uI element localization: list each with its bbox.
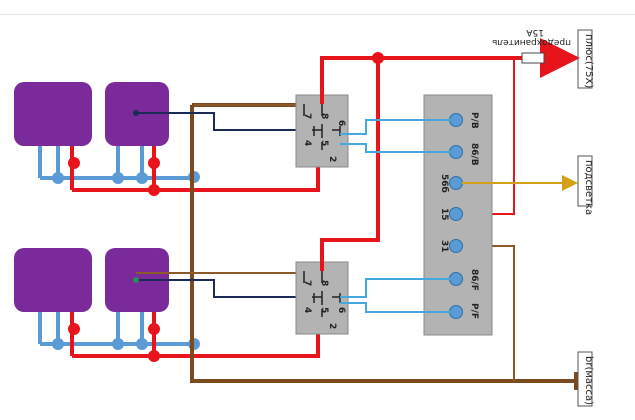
relay-bottom-contacts xyxy=(303,271,341,317)
top-plus-nodes xyxy=(68,157,160,196)
top-plus-legs xyxy=(70,146,322,192)
switch-terminals xyxy=(449,113,463,319)
plus-label-box xyxy=(577,29,593,89)
fuse-label: предохранитель xyxy=(492,37,571,47)
signal-wires xyxy=(340,119,450,313)
switch-pin-pb: P/B xyxy=(469,112,479,129)
top-divider xyxy=(0,14,635,15)
relay-top-pin-2: 2 xyxy=(327,156,337,162)
switch-pin-86b: 86/B xyxy=(469,143,479,166)
backlight-label: подсветка xyxy=(583,160,594,215)
relay-bottom-pin-5: 5 xyxy=(319,307,329,313)
lamp-top-left xyxy=(14,82,92,146)
switch-pin-86f: 86/F xyxy=(469,269,479,291)
plus-label: плюс(75Х) xyxy=(583,34,594,88)
switch-pin-56b: 56б xyxy=(439,174,450,193)
switch-pin-pf: P/F xyxy=(469,303,479,319)
relay-top-pin-7: 7 xyxy=(302,113,312,119)
fuse-rating-label: 15А xyxy=(526,27,544,37)
relay-bottom-pin-7: 7 xyxy=(302,280,312,286)
plus-feed xyxy=(320,38,580,271)
lamp-bottom-left xyxy=(14,248,92,312)
ground-label: br(масса) xyxy=(583,356,594,405)
switch-pin-15: 15 xyxy=(439,208,449,221)
relay-bottom-pin-6: 6 xyxy=(336,307,346,313)
relay-top-contacts xyxy=(303,104,341,150)
plus-junction xyxy=(372,52,384,64)
backlight-label-box xyxy=(577,155,593,207)
dark-blue-feeds xyxy=(136,112,300,298)
ground-label-box xyxy=(577,351,593,407)
relay-bottom-pin-4: 4 xyxy=(302,307,312,313)
ground-bus xyxy=(190,103,578,390)
bottom-plus-nodes xyxy=(68,323,160,362)
lamp-contact-points xyxy=(133,110,139,283)
relay-top-pin-5: 5 xyxy=(319,140,329,146)
bottom-plus-legs xyxy=(70,312,322,358)
relay-bottom-pin-8: 8 xyxy=(319,280,329,286)
relay-top-pin-4: 4 xyxy=(302,140,312,146)
relay-bottom-pin-2: 2 xyxy=(327,323,337,329)
relay-top-pin-6: 6 xyxy=(336,120,346,126)
switch-pin-31: 31 xyxy=(439,240,449,253)
fuse xyxy=(521,52,545,64)
relay-top-pin-8: 8 xyxy=(319,113,329,119)
